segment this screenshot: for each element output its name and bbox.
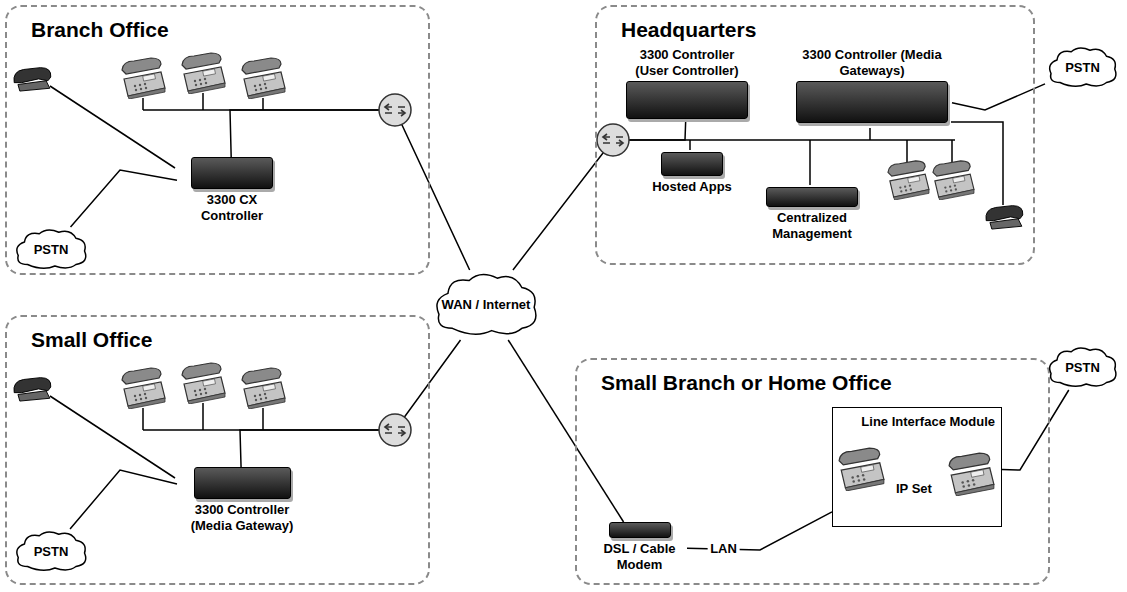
office-region: Small Office 3300 Controller (Media Gatew… [5,315,430,585]
controller-device: DSL / Cable Modem [592,522,687,572]
device-label: 3300 CX Controller [177,192,287,223]
cloud-label: PSTN [34,544,69,560]
controller-device: 3300 Controller (User Controller) [622,47,752,119]
device-box [194,467,291,499]
device-box [626,81,748,119]
controller-device: Centralized Management [747,187,877,241]
office-region: Small Branch or Home OfficeLine Interfac… [575,358,1050,585]
device-label: DSL / Cable Modem [592,541,687,572]
device-label: Hosted Apps [652,179,732,195]
router-icon [379,94,411,126]
controller-device: 3300 Controller (Media Gateway) [177,467,307,533]
device-box [609,522,671,538]
router-icon [379,414,411,446]
cloud-label: PSTN [1065,360,1100,376]
link-label: LAN [707,541,740,557]
cloud-label: PSTN [1065,60,1100,76]
device-label: Line Interface Module [861,414,995,430]
network-link [508,340,623,522]
device-label: 3300 Controller (Media Gateways) [792,47,952,78]
network-link [240,340,461,467]
network-link [70,470,177,529]
region-heading: Branch Office [31,17,169,42]
device-box [191,157,273,189]
device-box [796,81,948,123]
device-box [661,152,723,176]
router-icon [597,124,629,156]
network-cloud: WAN / Internet [430,270,542,340]
network-link [513,119,686,270]
line-interface-box: Line Interface Module IP Set [832,407,1002,527]
cloud-label: PSTN [34,242,69,258]
office-region: Headquarters 3300 Controller (User Contro… [595,5,1035,265]
lan-wiring [50,86,1003,478]
controller-device: Hosted Apps [647,152,737,195]
network-cloud: PSTN [12,529,90,574]
network-link [1002,390,1069,470]
network-link [952,84,1045,110]
device-label: 3300 Controller (Media Gateway) [177,502,307,533]
network-cloud: PSTN [1045,345,1120,390]
network-link [230,110,470,270]
controller-device: 3300 CX Controller [177,157,287,223]
device-box [766,187,858,207]
network-link [71,170,177,227]
network-cloud: PSTN [12,227,90,272]
device-label: 3300 Controller (User Controller) [622,47,752,78]
controller-device: 3300 Controller (Media Gateways) [792,47,952,123]
cloud-label: WAN / Internet [442,297,531,313]
network-cloud: PSTN [1045,45,1120,90]
region-heading: Headquarters [621,17,756,42]
office-region: Branch Office 3300 CX ControllerPSTN [5,5,430,275]
region-heading: Small Branch or Home Office [601,370,892,395]
device-label: Centralized Management [747,210,877,241]
device-label: IP Set [896,481,932,497]
analog-phones [14,68,1023,401]
region-heading: Small Office [31,327,152,352]
